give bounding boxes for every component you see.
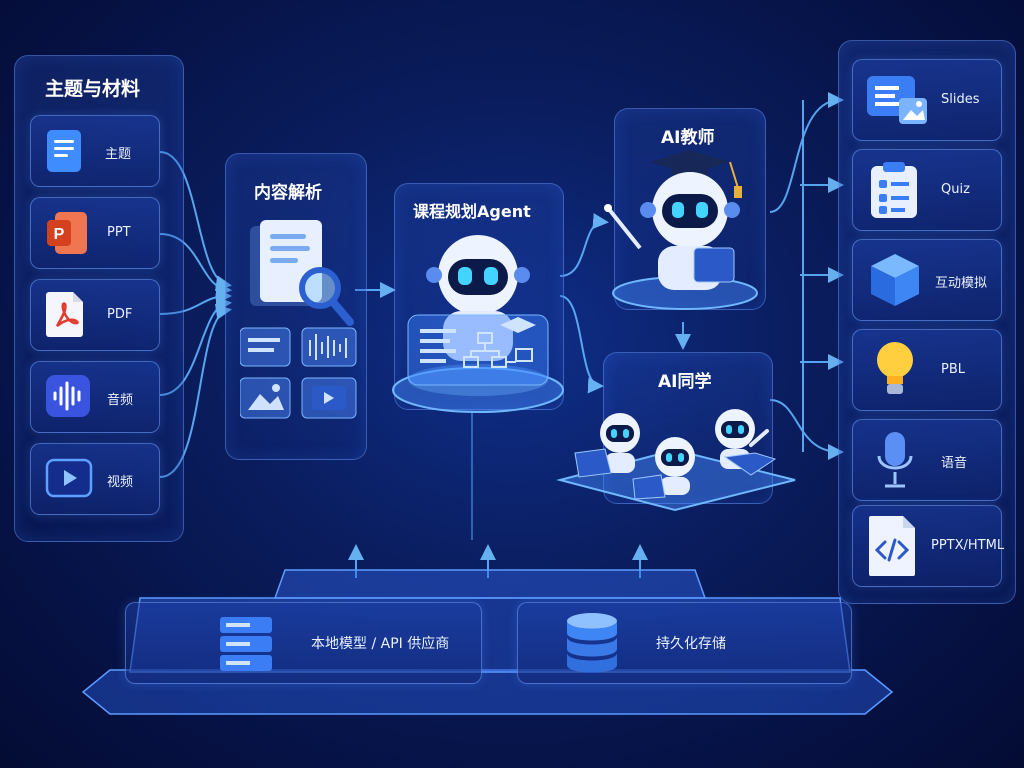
output-item-label: PBL — [941, 362, 966, 377]
document-icon — [47, 130, 81, 172]
clipboard-checklist-icon — [871, 162, 917, 218]
robot-icon — [392, 235, 564, 413]
code-file-icon — [869, 516, 915, 576]
output-item-label: 互动模拟 — [935, 276, 988, 291]
input-item-label: 视频 — [107, 475, 134, 490]
output-item-label: 语音 — [941, 456, 968, 471]
input-item-label: 音频 — [107, 393, 134, 408]
server-icon — [220, 617, 272, 671]
planner-title: 课程规划Agent — [413, 202, 531, 221]
output-item-pbl[interactable]: PBL — [852, 329, 1002, 411]
robot-students-icon — [556, 409, 796, 512]
classmates-title: AI同学 — [658, 372, 712, 392]
cube-icon — [871, 254, 919, 306]
document-magnifier-icon — [240, 220, 357, 419]
input-item-label: PPT — [107, 225, 131, 240]
output-item-simulation[interactable]: 互动模拟 — [852, 239, 1002, 321]
input-item-pdf[interactable]: PDF — [30, 279, 160, 351]
output-item-label: Quiz — [941, 182, 970, 197]
powerpoint-icon: P — [47, 212, 87, 254]
database-icon — [567, 613, 617, 673]
audio-wave-icon — [46, 375, 90, 417]
output-item-quiz[interactable]: Quiz — [852, 149, 1002, 231]
input-item-video[interactable]: 视频 — [30, 443, 160, 515]
lightbulb-icon — [877, 342, 913, 394]
input-item-ppt[interactable]: P PPT — [30, 197, 160, 269]
output-item-slides[interactable]: Slides — [852, 59, 1002, 141]
robot-teacher-icon — [604, 150, 758, 310]
output-item-voice[interactable]: 语音 — [852, 419, 1002, 501]
input-item-audio[interactable]: 音频 — [30, 361, 160, 433]
model-provider-label: 本地模型 / API 供应商 — [311, 636, 450, 652]
output-item-label: PPTX/HTML — [931, 538, 1005, 553]
pdf-icon — [46, 292, 83, 337]
parsing-panel: 内容解析 — [225, 153, 367, 460]
parsing-title: 内容解析 — [254, 183, 322, 203]
output-item-label: Slides — [941, 92, 980, 107]
storage-card[interactable]: 持久化存储 — [517, 602, 852, 684]
teacher-title: AI教师 — [661, 128, 715, 148]
model-provider-card[interactable]: 本地模型 / API 供应商 — [125, 602, 482, 684]
svg-text:P: P — [54, 226, 65, 243]
play-icon — [45, 458, 93, 498]
input-item-label: PDF — [107, 307, 133, 322]
storage-label: 持久化存储 — [656, 636, 726, 652]
slides-icon — [867, 76, 927, 124]
inputs-title: 主题与材料 — [45, 78, 141, 100]
output-item-pptx-html[interactable]: PPTX/HTML — [852, 505, 1005, 587]
input-item-topic[interactable]: 主题 — [30, 115, 160, 187]
microphone-icon — [877, 432, 913, 488]
input-item-label: 主题 — [105, 147, 132, 162]
